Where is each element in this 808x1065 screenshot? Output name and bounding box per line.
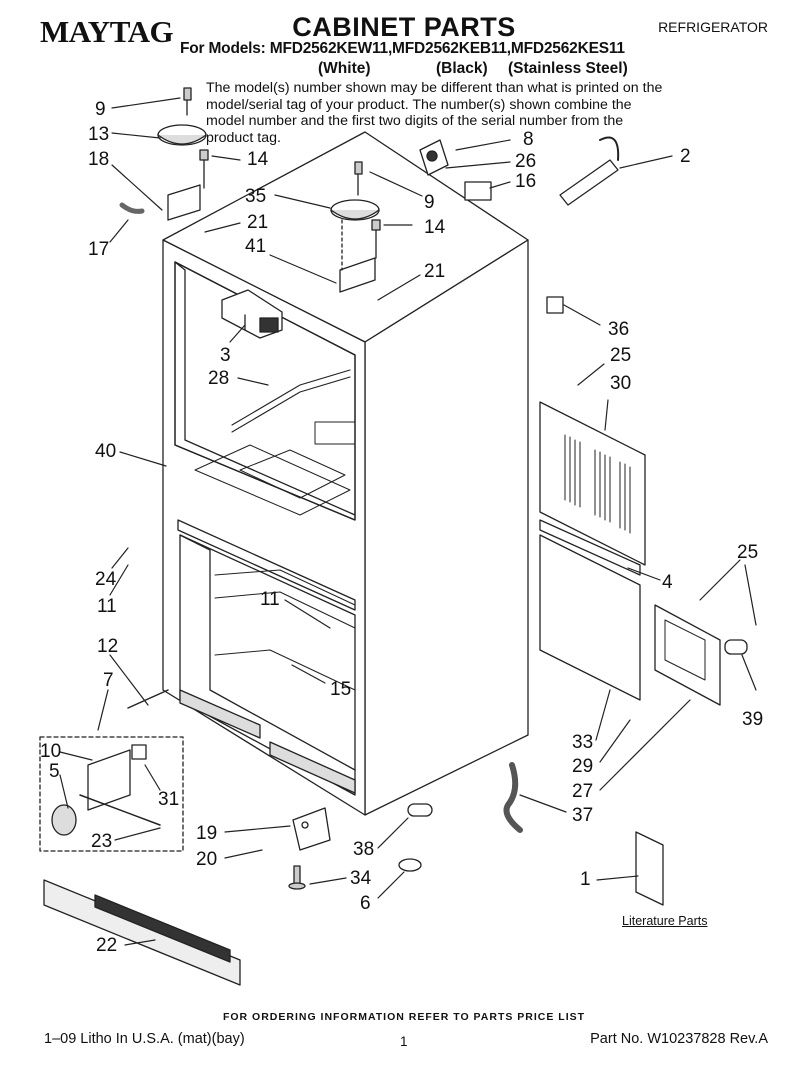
callout-14b: 14 [424,217,446,238]
callout-16: 16 [515,171,537,192]
page-number: 1 [400,1034,408,1049]
top-hinge-right [330,161,381,293]
model-list: For Models: MFD2562KEW11,MFD2562KEB11,MF… [180,40,625,57]
callout-25: 25 [610,345,632,366]
roller-assembly-box [39,689,184,852]
callout-33: 33 [572,732,594,753]
page-title: CABINET PARTS [292,12,516,42]
callout-21b: 21 [424,261,446,282]
water-valve [419,136,620,314]
callout-13: 13 [88,124,110,145]
callout-9b: 9 [424,192,435,213]
cabinet-body [162,131,529,816]
callout-20: 20 [196,849,218,870]
callout-22: 22 [96,935,118,956]
callout-40: 40 [95,441,117,462]
callout-18: 18 [88,149,110,170]
callout-27: 27 [572,781,594,802]
callout-35: 35 [245,186,267,207]
callout-36: 36 [608,319,630,340]
callout-11b: 11 [260,589,280,610]
callout-2: 2 [680,146,691,167]
callout-17: 17 [88,239,110,260]
callout-25b: 25 [737,542,759,563]
callout-8: 8 [523,129,534,150]
callout-34: 34 [350,868,372,889]
lower-parts [43,803,664,986]
callout-31: 31 [158,789,180,810]
callout-12: 12 [97,636,119,657]
litho-info: 1–09 Litho In U.S.A. (mat)(bay) [44,1031,245,1047]
callout-5: 5 [49,761,60,782]
callout-24: 24 [95,569,117,590]
callout-6: 6 [360,893,371,914]
variant-white: (White) [318,60,371,77]
appliance-category: REFRIGERATOR [658,19,768,35]
callout-23: 23 [91,831,113,852]
callout-14: 14 [247,149,269,170]
callout-9: 9 [95,99,106,120]
callout-15: 15 [330,679,352,700]
brand-logo: MAYTAG [40,14,174,49]
model-notice: The model(s) number shown may be differe… [206,80,663,146]
callout-41: 41 [245,236,267,257]
variant-black: (Black) [436,60,488,77]
callout-29: 29 [572,756,594,777]
callout-1: 1 [580,869,591,890]
variant-stainless: (Stainless Steel) [508,60,628,77]
callout-26: 26 [515,151,537,172]
control-housing [221,289,283,339]
callout-37: 37 [572,805,594,826]
callout-38: 38 [353,839,375,860]
literature-parts-label: Literature Parts [622,914,708,928]
ordering-info: FOR ORDERING INFORMATION REFER TO PARTS … [222,1011,586,1023]
part-number: Part No. W10237828 Rev.A [590,1031,768,1047]
callout-3: 3 [220,345,231,366]
callout-10: 10 [40,741,62,762]
rear-access-panels [503,401,748,833]
callout-4: 4 [662,572,673,593]
callout-39: 39 [742,709,764,730]
callout-11: 11 [97,596,117,617]
callout-28: 28 [208,368,230,389]
callout-19: 19 [196,823,218,844]
leader-lines [59,97,757,946]
callout-21: 21 [247,212,269,233]
callout-30: 30 [610,373,632,394]
callout-7: 7 [103,670,114,691]
top-hinge-left [119,87,209,221]
